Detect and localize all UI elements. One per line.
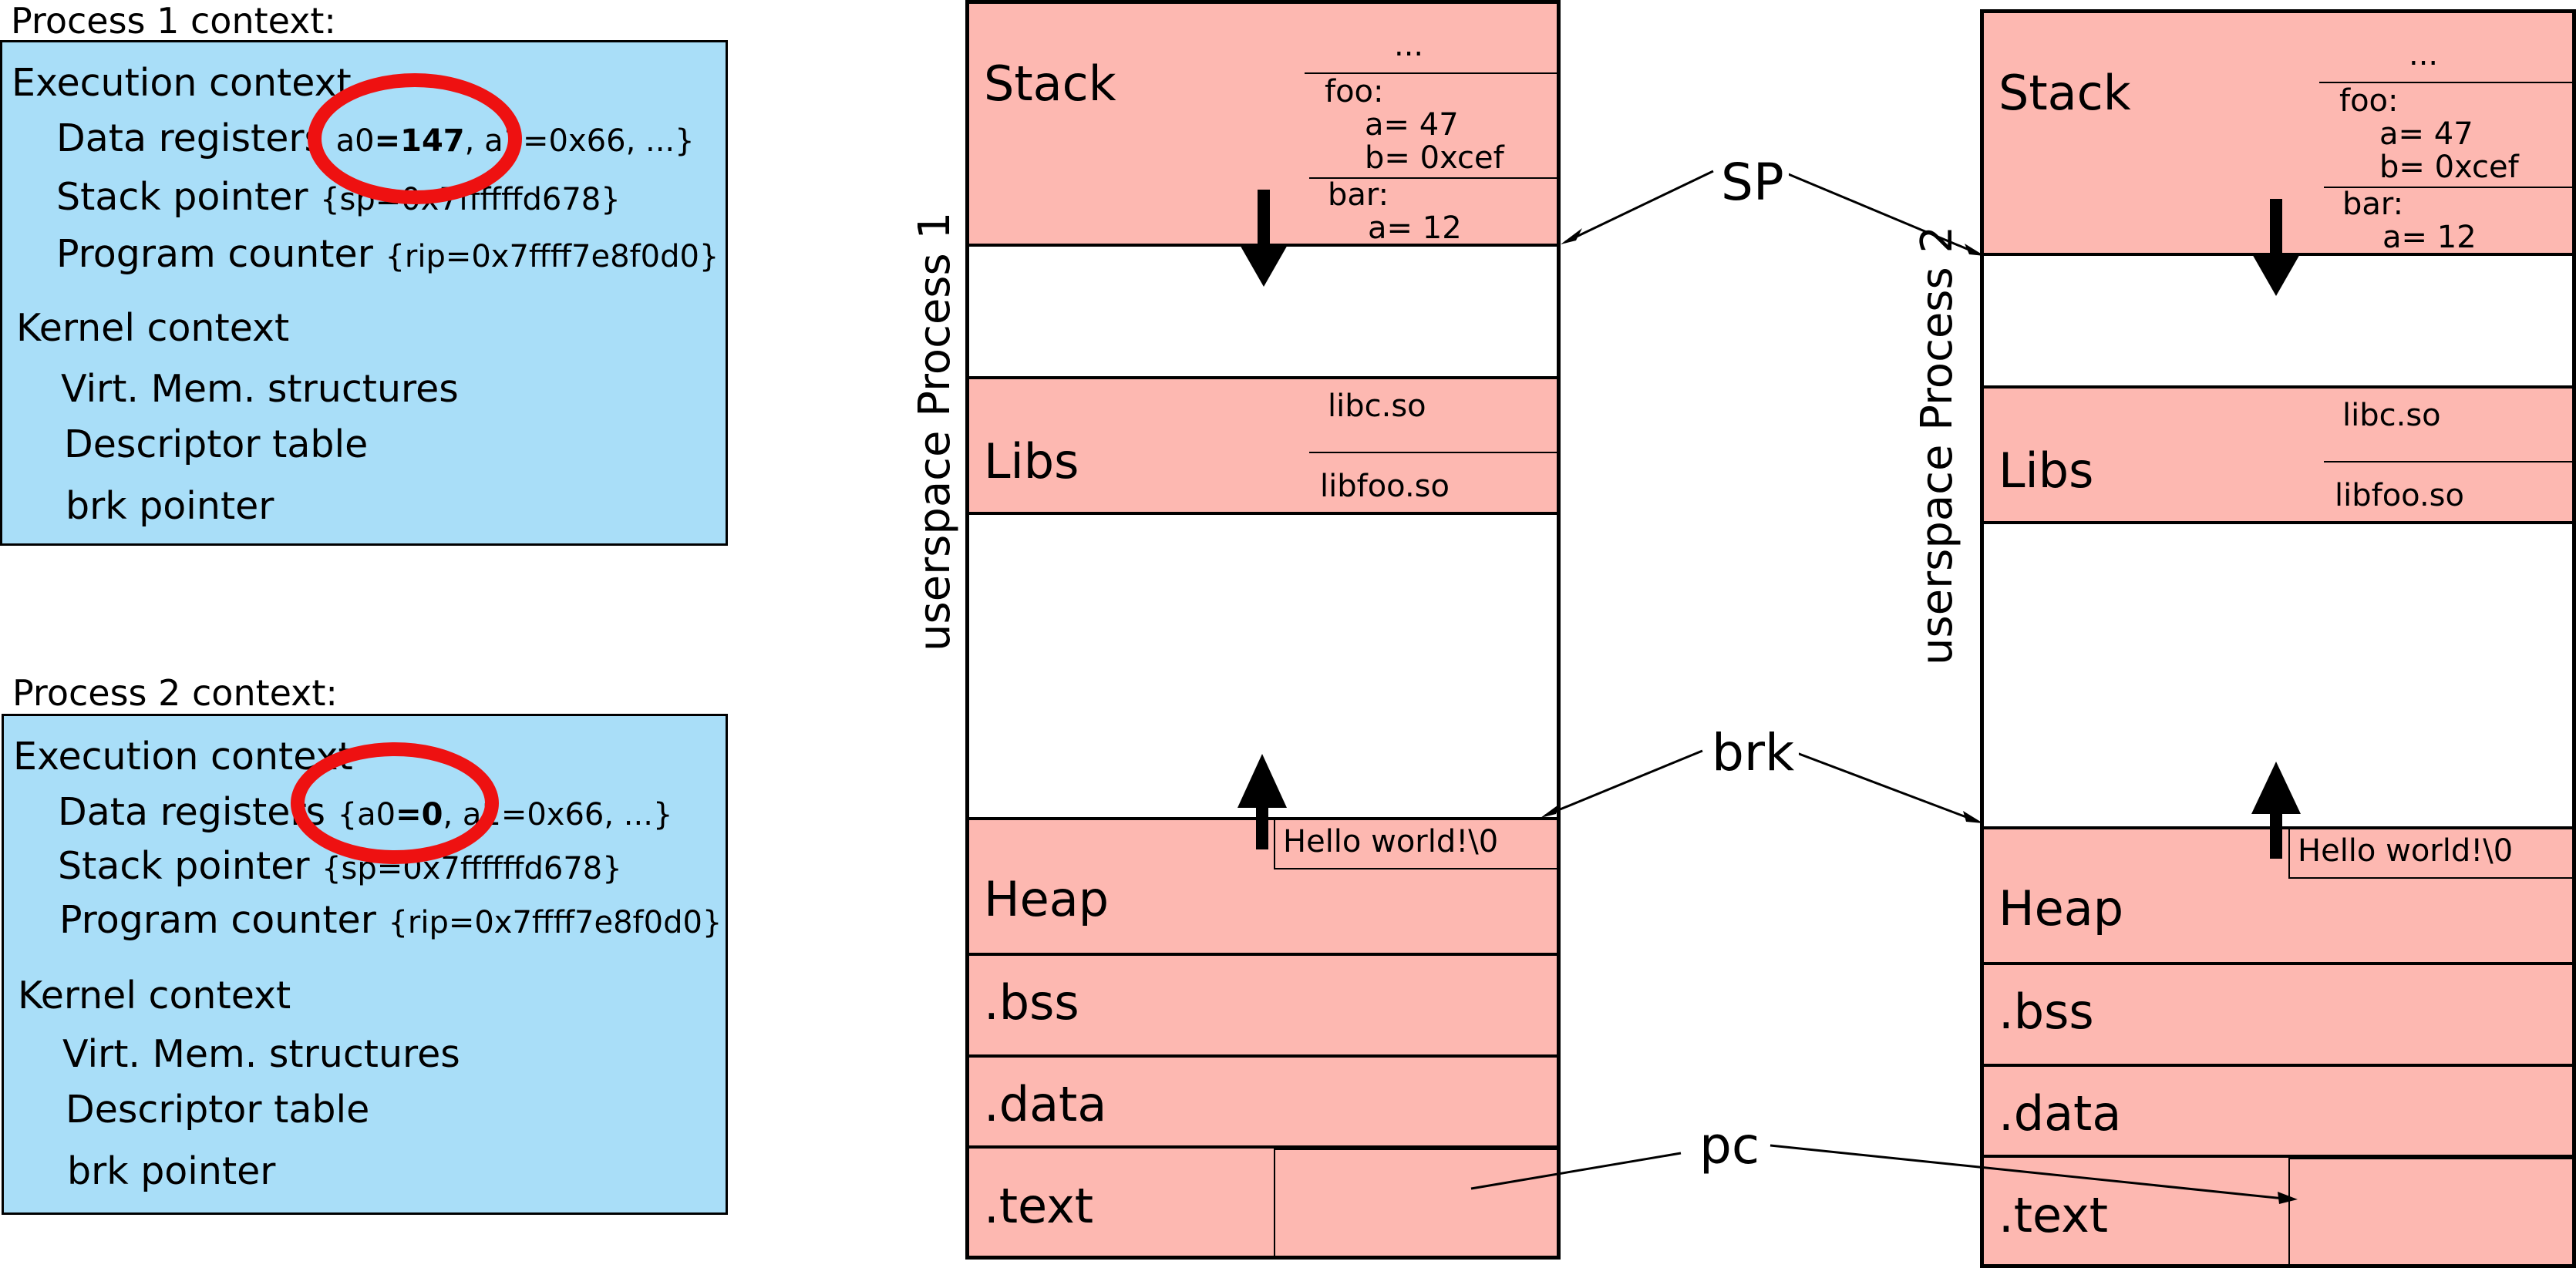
heap-grow-up-arrow-p2 bbox=[2251, 762, 2301, 859]
lib-divider bbox=[1309, 452, 1561, 453]
heap-string-box: Hello world!\0 bbox=[1274, 819, 1561, 869]
text-segment: .text bbox=[1980, 1155, 2576, 1268]
brk-pointer-label: brk pointer bbox=[66, 484, 274, 528]
stack-ellipsis: ... bbox=[1394, 28, 1424, 63]
process2-context-box: Execution context Data registers {a0=0, … bbox=[2, 714, 728, 1215]
lib-libc: libc.so bbox=[1328, 388, 1426, 424]
data-registers-label: Data registers bbox=[58, 790, 326, 834]
bss-segment: .bss bbox=[1980, 962, 2576, 1064]
sp-arrow-p1 bbox=[1564, 170, 1714, 244]
bss-segment: .bss bbox=[965, 953, 1561, 1054]
virt-mem-label: Virt. Mem. structures bbox=[62, 1032, 460, 1076]
stack-pointer-label: Stack pointer bbox=[58, 844, 310, 888]
stack-grow-down-arrow-p1 bbox=[1239, 190, 1288, 287]
libs-segment: Libs bbox=[965, 376, 1561, 512]
program-counter-label: Program counter bbox=[56, 232, 373, 276]
execution-context-label: Execution context bbox=[12, 61, 352, 105]
heap-grow-up-arrow-p1 bbox=[1237, 754, 1287, 849]
libs-segment: Libs bbox=[1980, 385, 2576, 521]
brk-arrow-p2 bbox=[1794, 751, 1979, 823]
text-instruction-box bbox=[1274, 1149, 1561, 1260]
frame-bar: bar: a= 12 bbox=[1328, 177, 1462, 247]
program-counter-row: Program counter {rip=0x7ffff7e8f0d0} bbox=[59, 901, 722, 939]
stack-segment: Stack bbox=[965, 0, 1561, 244]
stack-ellipsis: ... bbox=[2409, 37, 2439, 72]
program-counter-label: Program counter bbox=[59, 898, 376, 942]
frame-divider bbox=[2319, 82, 2576, 83]
sp-arrow-p2 bbox=[1780, 170, 1981, 256]
pc-line-p1 bbox=[1470, 1152, 1682, 1190]
virt-mem-label: Virt. Mem. structures bbox=[61, 367, 459, 411]
frame-foo: foo: a= 47 b= 0xcef bbox=[1325, 74, 1504, 177]
data-segment: .data bbox=[1980, 1064, 2576, 1155]
process1-context-box: Execution context Data registers a0=147,… bbox=[0, 40, 728, 546]
pc-label: pc bbox=[1695, 1121, 1765, 1172]
data-registers-label: Data registers bbox=[56, 116, 325, 160]
stack-grow-down-arrow-p2 bbox=[2251, 199, 2301, 296]
pc-arrow-p2 bbox=[1770, 1144, 2292, 1201]
frame-bar: bar: a= 12 bbox=[2342, 187, 2477, 256]
text-segment: .text bbox=[965, 1145, 1561, 1260]
process2-context-heading: Process 2 context: bbox=[12, 672, 338, 714]
brk-arrow-p1 bbox=[1544, 749, 1703, 817]
frame-foo: foo: a= 47 b= 0xcef bbox=[2339, 83, 2519, 186]
kernel-context-label: Kernel context bbox=[16, 306, 290, 350]
frame-divider bbox=[2324, 187, 2576, 188]
frame-divider bbox=[1305, 72, 1561, 74]
data-segment: .data bbox=[965, 1054, 1561, 1145]
lib-libfoo: libfoo.so bbox=[2335, 478, 2464, 513]
brk-pointer-label: brk pointer bbox=[67, 1149, 276, 1193]
program-counter-value: {rip=0x7ffff7e8f0d0} bbox=[388, 905, 722, 940]
frame-divider bbox=[1309, 177, 1561, 179]
text-instruction-box bbox=[2288, 1158, 2576, 1268]
stack-pointer-label: Stack pointer bbox=[56, 175, 308, 219]
kernel-context-label: Kernel context bbox=[18, 974, 291, 1017]
sp-label: SP bbox=[1716, 157, 1789, 208]
program-counter-value: {rip=0x7ffff7e8f0d0} bbox=[385, 239, 719, 274]
process1-context-heading: Process 1 context: bbox=[11, 0, 336, 42]
brk-label: brk bbox=[1707, 728, 1800, 779]
descriptor-table-label: Descriptor table bbox=[64, 422, 369, 466]
program-counter-row: Program counter {rip=0x7ffff7e8f0d0} bbox=[56, 235, 719, 273]
lib-divider bbox=[2324, 461, 2576, 462]
lib-libfoo: libfoo.so bbox=[1320, 469, 1450, 504]
execution-context-label: Execution context bbox=[13, 735, 353, 779]
lib-libc: libc.so bbox=[2342, 398, 2441, 433]
descriptor-table-label: Descriptor table bbox=[66, 1088, 370, 1132]
heap-string-box: Hello world!\0 bbox=[2288, 828, 2576, 879]
